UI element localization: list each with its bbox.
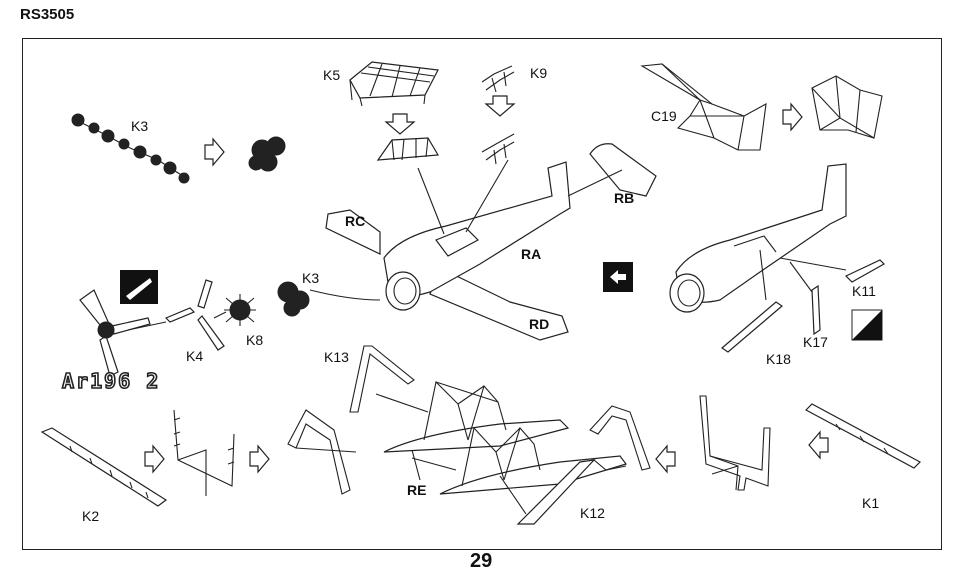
diagram-frame [22, 38, 942, 550]
float-assembly [383, 380, 627, 495]
page-number: 29 [470, 550, 493, 572]
label-k8: K8 [246, 332, 263, 348]
k3-rolled-part [248, 136, 286, 172]
label-rb: RB [614, 190, 634, 206]
label-k13: K13 [324, 349, 349, 365]
k1-folded-part [699, 395, 771, 491]
label-k9: K9 [530, 65, 547, 81]
k2-part [40, 427, 168, 507]
aircraft-title: Ar196 2 [62, 369, 160, 393]
k17-part [811, 284, 821, 336]
kit-code: RS3505 [20, 6, 75, 23]
leader-lines [309, 159, 623, 301]
step-arrow [484, 95, 516, 117]
label-k4: K4 [186, 348, 203, 364]
float-leader-lines [375, 393, 527, 515]
label-k3-top: K3 [131, 118, 148, 134]
c19-folded-part [811, 75, 883, 139]
aircraft-main [325, 143, 657, 341]
step-arrow [249, 444, 270, 474]
c19-part [640, 63, 767, 151]
wing-rc [325, 209, 381, 255]
step-arrow [384, 113, 416, 135]
k8-part [224, 294, 256, 326]
k2-folded-part [173, 409, 235, 496]
k11-part [844, 259, 885, 283]
k3-detail-strip [71, 113, 190, 184]
paint-icon [120, 270, 158, 304]
label-c19: C19 [651, 108, 677, 124]
step-arrow [655, 444, 676, 474]
label-k1: K1 [862, 495, 879, 511]
re-strut-left [287, 409, 357, 495]
k1-folded-strut [589, 405, 651, 471]
label-rc: RC [345, 213, 365, 229]
label-k17: K17 [803, 334, 828, 350]
step-arrow [782, 102, 803, 132]
label-k2: K2 [82, 508, 99, 524]
mirror-parts-icon [603, 262, 633, 292]
label-re: RE [407, 482, 426, 498]
engine-cowl [385, 271, 421, 311]
two-tone-paint-icon [851, 309, 883, 341]
label-ra: RA [521, 246, 541, 262]
aircraft-underside [669, 163, 847, 313]
prop-leader-lines [127, 311, 227, 331]
wing-rd [429, 267, 569, 341]
k9-part [481, 65, 515, 93]
canopy [435, 227, 479, 257]
k13-part [349, 345, 415, 413]
label-k12: K12 [580, 505, 605, 521]
step-arrow [204, 137, 225, 167]
step-arrow [808, 430, 829, 460]
k5-part [349, 61, 439, 107]
k1-part [805, 403, 921, 469]
label-rd: RD [529, 316, 549, 332]
k9-folded-part [481, 133, 515, 165]
label-k3-mid: K3 [302, 270, 319, 286]
k12-part [516, 459, 627, 525]
label-k5: K5 [323, 67, 340, 83]
k3-rolled-mid [277, 281, 310, 317]
k5-folded-part [376, 137, 440, 161]
propeller-assembled [79, 289, 151, 377]
k18-part [721, 301, 783, 353]
tailplane-rb [589, 143, 657, 197]
label-k11: K11 [852, 283, 876, 299]
k4-part [164, 279, 225, 351]
step-arrow [144, 444, 165, 474]
label-k18: K18 [766, 351, 791, 367]
